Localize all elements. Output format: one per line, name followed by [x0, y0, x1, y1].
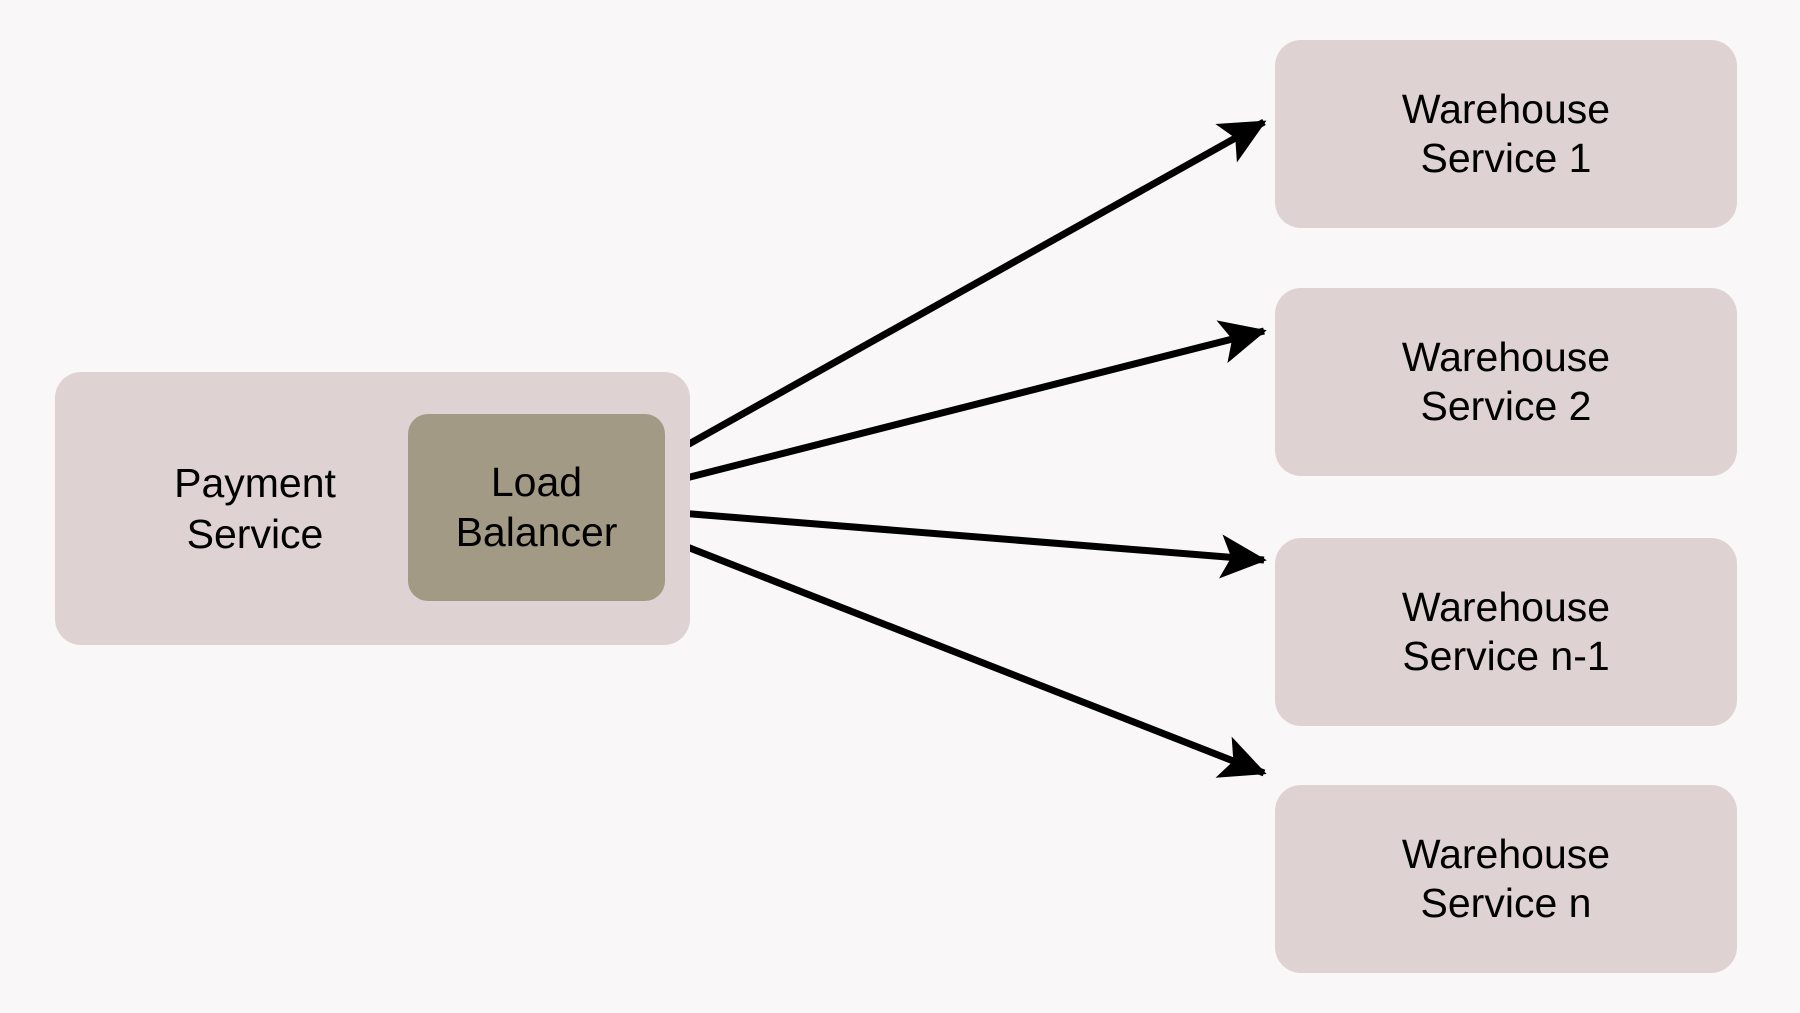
- node-payment-service-label: Payment Service: [174, 460, 336, 557]
- node-warehouse-service-2[interactable]: Warehouse Service 2: [1275, 288, 1737, 476]
- node-warehouse-service-n-minus-1[interactable]: Warehouse Service n-1: [1275, 538, 1737, 726]
- node-load-balancer[interactable]: Load Balancer: [408, 414, 665, 601]
- node-warehouse-service-n[interactable]: Warehouse Service n: [1275, 785, 1737, 973]
- node-warehouse-service-1[interactable]: Warehouse Service 1: [1275, 40, 1737, 228]
